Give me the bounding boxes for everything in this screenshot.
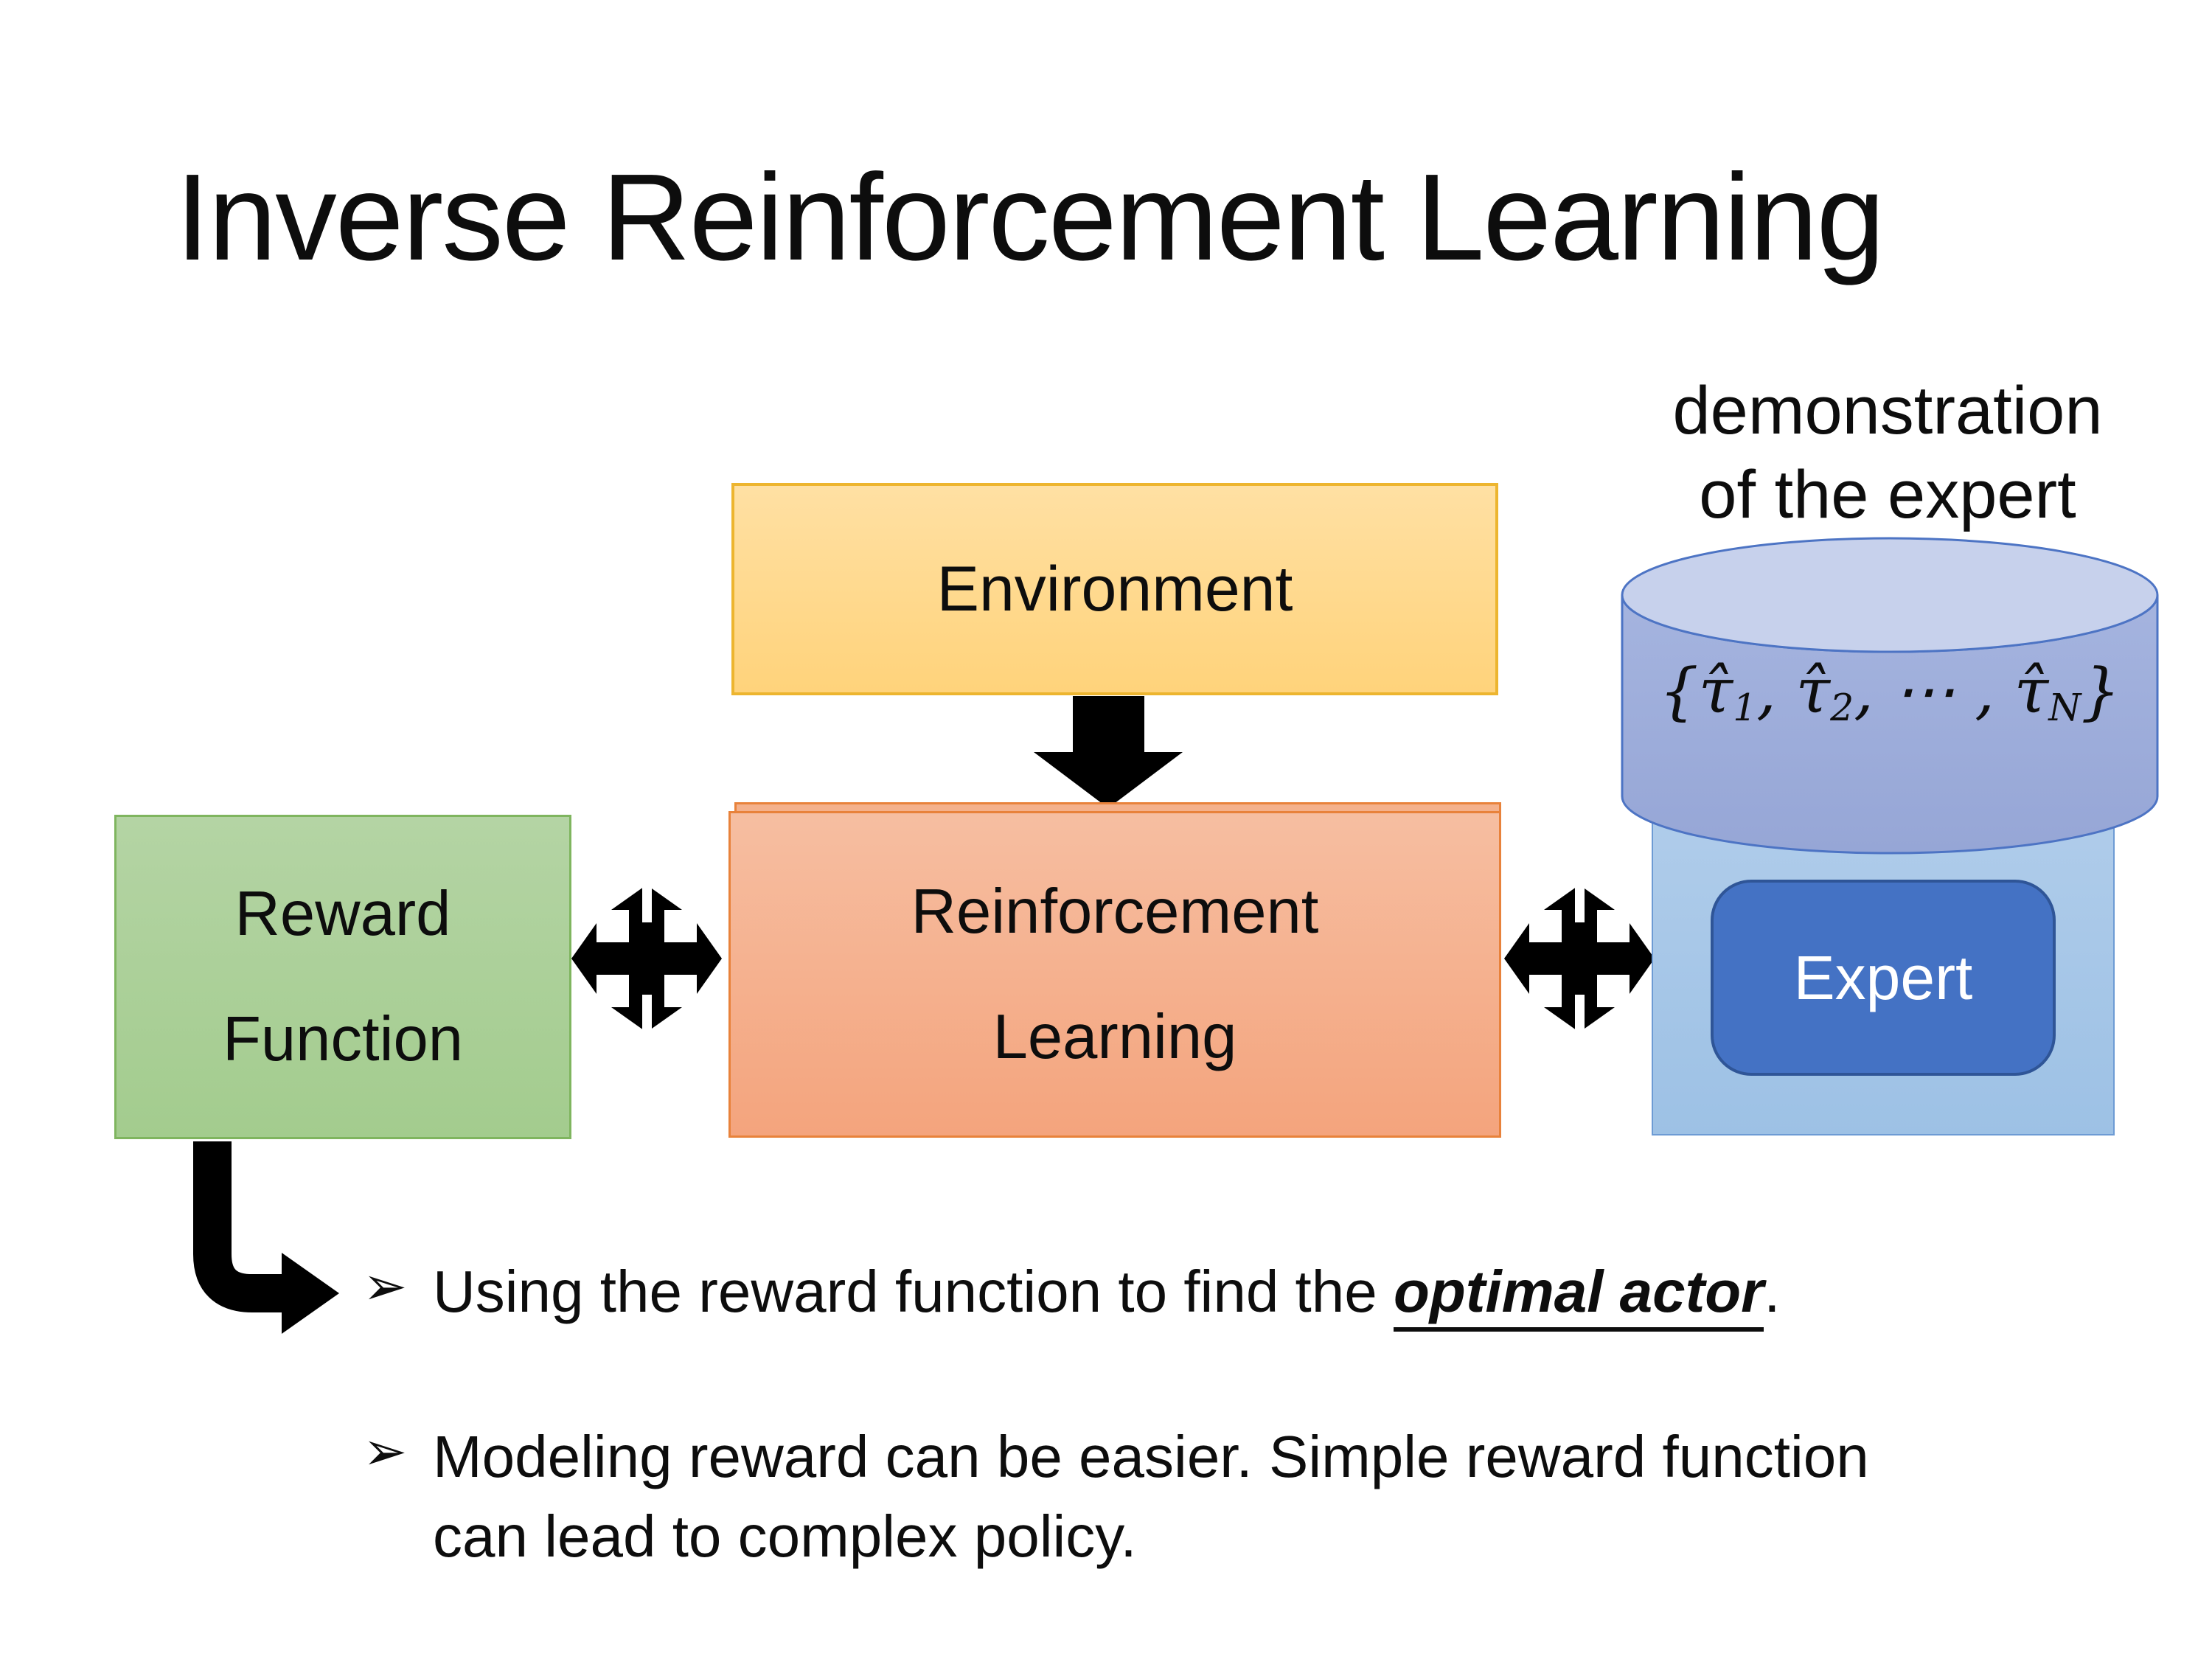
bullet-item-2: ➢ Modeling reward can be easier. Simple …	[363, 1417, 1904, 1576]
formula-segment: τ̂	[1698, 655, 1733, 727]
demonstration-database-cylinder	[1621, 537, 2159, 855]
formula-segment: {	[1659, 655, 1699, 727]
expert-label: Expert	[1793, 942, 1973, 1012]
demonstration-annotation: demonstration of the expert	[1585, 369, 2190, 537]
reward-function-line2: Function	[222, 1004, 463, 1074]
annotation-line-2: of the expert	[1699, 457, 2076, 533]
bullet-text-1: Using the reward function to find the op…	[433, 1252, 1781, 1332]
annotation-line-1: demonstration	[1672, 373, 2103, 448]
reinforcement-learning-line1: Reinforcement	[911, 876, 1319, 947]
page-title: Inverse Reinforcement Learning	[175, 149, 1885, 286]
reward-function-box: Reward Function	[114, 815, 571, 1139]
trajectory-formula: {τ̂1, τ̂2, ⋯ , τ̂N}	[1626, 655, 2154, 730]
elbow-arrow-icon	[193, 1141, 339, 1334]
formula-segment: N	[2048, 686, 2081, 730]
bullet-arrow-glyph-2: ➢	[363, 1420, 408, 1482]
down-arrow-icon	[1034, 696, 1183, 808]
bullet-text-2: Modeling reward can be easier. Simple re…	[433, 1424, 1869, 1569]
exchange-arrow-right-icon	[1504, 885, 1655, 1032]
formula-segment: ,	[1756, 655, 1796, 727]
bullet1-suffix: .	[1764, 1259, 1781, 1324]
exchange-arrow-left-icon	[571, 885, 722, 1032]
formula-segment: }	[2081, 655, 2121, 727]
formula-segment: 2	[1830, 686, 1854, 730]
formula-segment: τ̂	[2014, 655, 2049, 727]
environment-box: Environment	[731, 483, 1498, 695]
formula-segment: 1	[1733, 686, 1757, 730]
reinforcement-learning-label: Reinforcement Learning	[731, 849, 1499, 1100]
bullet-arrow-glyph-1: ➢	[363, 1255, 408, 1317]
reinforcement-learning-box: Reinforcement Learning	[728, 811, 1501, 1138]
reward-function-label: Reward Function	[116, 852, 569, 1102]
expert-box: Expert	[1711, 880, 2056, 1076]
bullet-item-1: ➢ Using the reward function to find the …	[363, 1252, 2147, 1332]
bullet1-emphasis: optimal actor	[1393, 1259, 1764, 1332]
reward-function-line1: Reward	[234, 879, 451, 949]
environment-label: Environment	[936, 553, 1293, 625]
bullet1-prefix: Using the reward function to find the	[433, 1259, 1394, 1324]
reinforcement-learning-line2: Learning	[992, 1001, 1237, 1072]
formula-segment: τ̂	[1795, 655, 1831, 727]
formula-segment: , ⋯ ,	[1854, 655, 2014, 727]
